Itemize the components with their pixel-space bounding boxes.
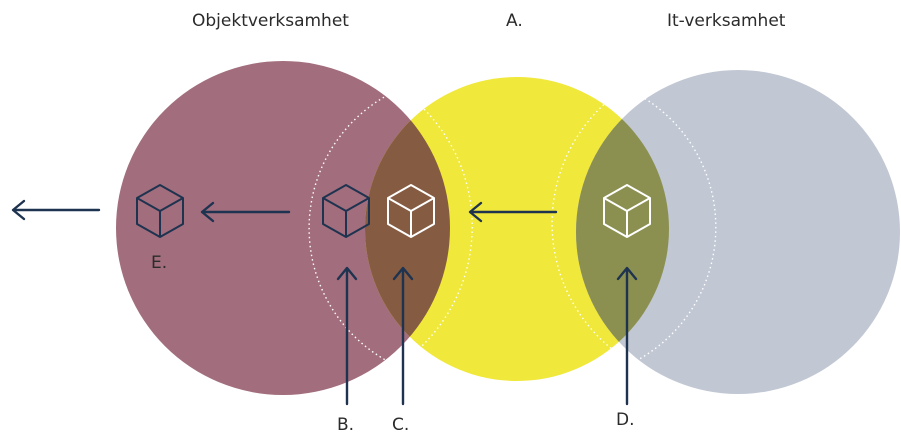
arrow-up-icon <box>336 266 358 406</box>
d-label: D. <box>616 410 635 430</box>
cube-icon <box>603 184 651 238</box>
a-circle <box>365 77 669 381</box>
e-label: E. <box>151 253 168 273</box>
b-label: B. <box>337 415 355 435</box>
it-verksamhet-label: It-verksamhet <box>667 11 786 31</box>
arrow-left-icon <box>200 201 291 223</box>
a-label: A. <box>506 11 523 31</box>
arrow-left-icon <box>468 201 558 223</box>
overlap-boundaries <box>308 87 717 367</box>
arrow-left-icon <box>11 199 101 221</box>
cube-icon <box>136 184 184 238</box>
objektverksamhet-circle <box>116 61 450 395</box>
cube-icon <box>322 184 370 238</box>
a-objekt-boundary <box>396 88 473 367</box>
it-verksamhet-circle <box>576 70 900 394</box>
objektverksamhet-label: Objektverksamhet <box>192 11 349 31</box>
c-label: C. <box>392 415 410 435</box>
a-it-boundary <box>624 87 717 364</box>
arrow-up-icon <box>616 266 638 406</box>
cube-icon <box>387 184 435 238</box>
arrow-up-icon <box>392 266 414 406</box>
